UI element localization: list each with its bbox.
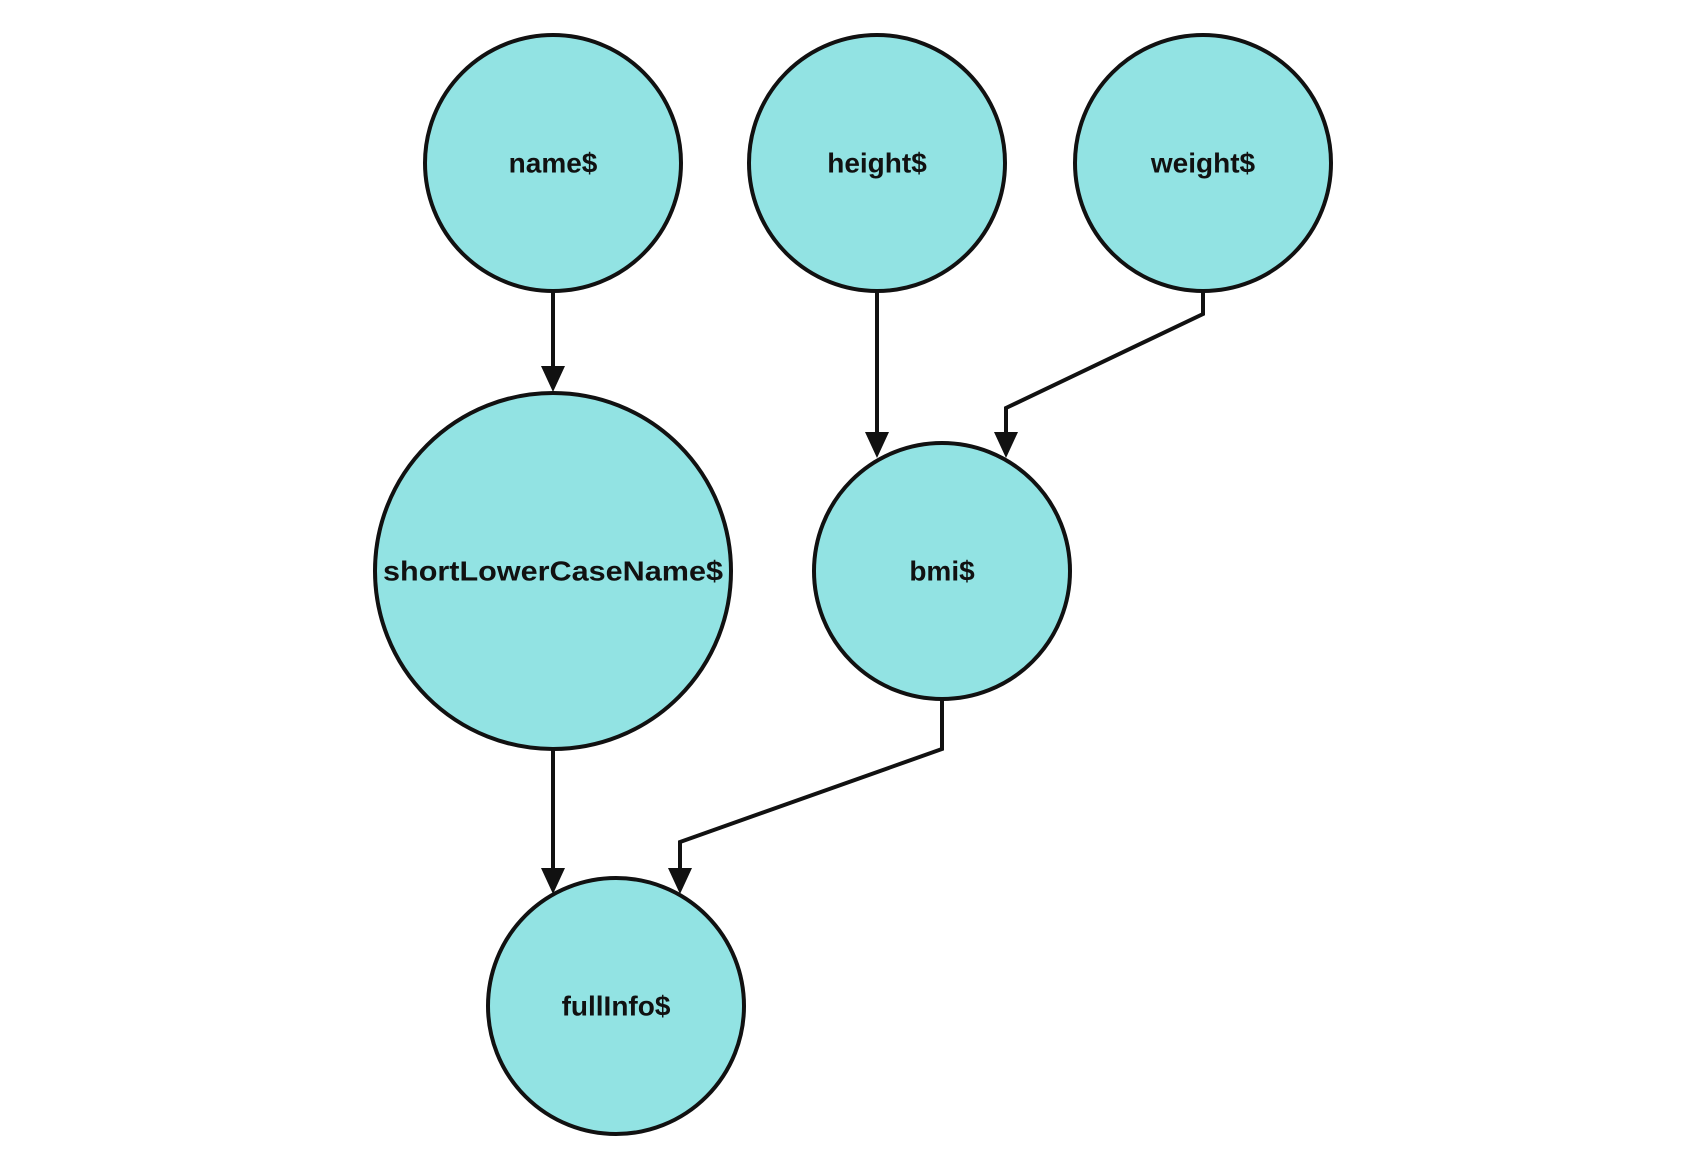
- node-height-label: height$: [827, 148, 927, 179]
- node-weight: weight$: [1073, 33, 1333, 293]
- node-name-label: name$: [509, 148, 598, 179]
- node-shortlowercasename-circle: [373, 391, 733, 751]
- edge-name-to-shortlowercasename: [541, 291, 565, 392]
- node-name-circle: [423, 33, 683, 293]
- node-shortlowercasename-label: shortLowerCaseName$: [383, 556, 723, 587]
- node-fullinfo-circle: [486, 876, 746, 1136]
- node-bmi-circle: [812, 441, 1072, 701]
- node-height-circle: [747, 33, 1007, 293]
- node-fullinfo: fullInfo$: [486, 876, 746, 1136]
- node-height: height$: [747, 33, 1007, 293]
- node-weight-circle: [1073, 33, 1333, 293]
- edge-shortlowercasename-to-fullinfo: [541, 748, 565, 894]
- node-bmi: bmi$: [812, 441, 1072, 701]
- edge-height-to-bmi: [865, 291, 889, 458]
- edges: [541, 291, 1205, 894]
- node-weight-label: weight$: [1150, 148, 1256, 179]
- edge-weight-to-bmi: [994, 291, 1205, 458]
- edge-bmi-to-fullinfo: [668, 699, 944, 894]
- node-fullinfo-label: fullInfo$: [562, 991, 671, 1022]
- node-name: name$: [423, 33, 683, 293]
- node-bmi-label: bmi$: [909, 556, 975, 587]
- node-shortlowercasename: shortLowerCaseName$: [373, 391, 733, 751]
